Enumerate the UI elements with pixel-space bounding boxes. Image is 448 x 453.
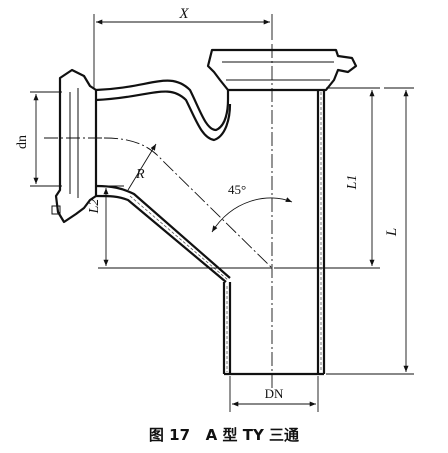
branch-centerline-diag — [103, 137, 273, 269]
branch-upper-curve-inner — [95, 90, 232, 142]
l1-label: L1 — [345, 175, 360, 191]
l-label: L — [384, 228, 400, 237]
flange-lug — [51, 205, 61, 215]
branch-upper-curve — [95, 79, 230, 132]
main-pipe — [206, 48, 358, 376]
figure-caption: 图 17 A 型 TY 三通 — [149, 426, 299, 444]
r-leader — [127, 143, 157, 191]
branch-lower-hatch — [129, 195, 229, 281]
top-bell — [206, 48, 358, 92]
x-label: X — [178, 6, 189, 22]
branch-flange — [54, 68, 98, 224]
branch-lower-wall-outer — [95, 194, 227, 283]
angle-label: 45° — [228, 182, 246, 197]
dn-large-label: DN — [265, 386, 284, 401]
dimensions: X dn R L2 45° L1 L DN — [15, 6, 414, 412]
angle-arc — [211, 197, 293, 233]
r-label: R — [135, 167, 145, 182]
l2-label: L2 — [87, 199, 102, 215]
dn-label: dn — [15, 135, 30, 149]
